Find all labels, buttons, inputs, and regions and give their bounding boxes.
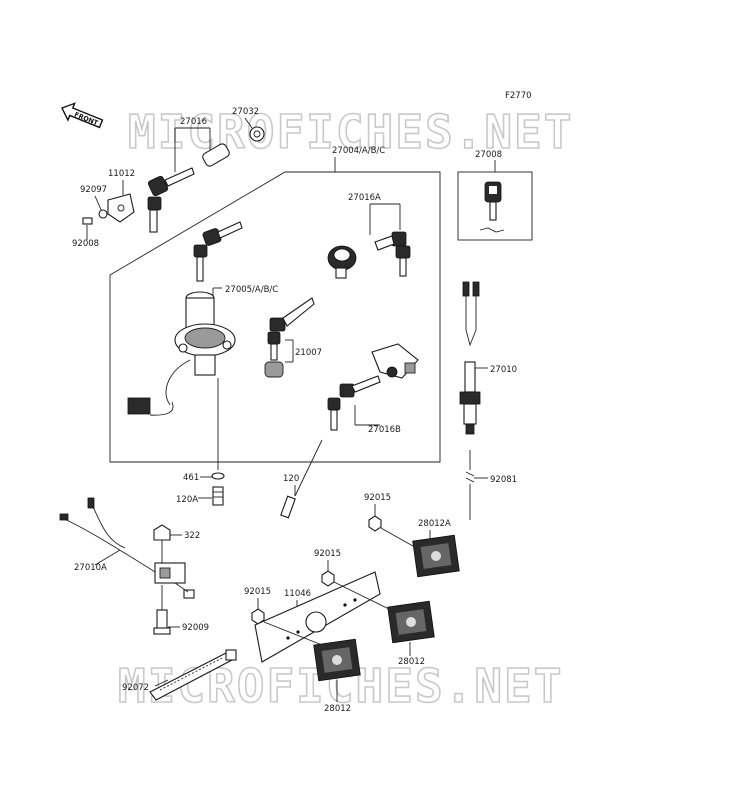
cap-nut-icon (153, 524, 171, 541)
front-arrow-icon: FRONT (61, 102, 104, 129)
nut-icon (368, 515, 382, 532)
reflector-icon (412, 534, 460, 578)
key-icon (327, 375, 381, 431)
label-27032: 27032 (232, 107, 259, 117)
label-27005: 27005/A/B/C (225, 285, 278, 295)
washer-icon (211, 472, 225, 480)
key-icon (147, 167, 195, 233)
label-92008: 92008 (72, 239, 99, 249)
label-92015-b: 92015 (314, 549, 341, 559)
reflector-icon (387, 600, 435, 644)
label-27004: 27004/A/B/C (332, 146, 385, 156)
ignition-switch-icon (127, 291, 236, 416)
lock-barrel-icon (202, 126, 265, 167)
label-92009: 92009 (182, 623, 209, 633)
spring-icon (465, 450, 475, 520)
nut-icon (251, 608, 265, 625)
key-icon (193, 221, 243, 282)
bolt-icon (280, 495, 296, 519)
label-27010A: 27010A (74, 563, 107, 573)
label-120A: 120A (176, 495, 198, 505)
label-11012: 11012 (108, 169, 135, 179)
seat-lock-icon (371, 343, 419, 379)
label-28012A: 28012A (418, 519, 451, 529)
label-92097: 92097 (80, 185, 107, 195)
bracket-icon (98, 193, 135, 223)
label-27010: 27010 (490, 365, 517, 375)
key-icon (479, 181, 505, 233)
cable-tie-icon (149, 649, 237, 701)
figure-code: F2770 (505, 91, 532, 101)
label-27008: 27008 (475, 150, 502, 160)
license-plate-bracket-icon (254, 571, 381, 663)
ignition-set-outline (109, 171, 441, 463)
key-icon (374, 231, 411, 277)
label-21007: 21007 (295, 348, 322, 358)
label-461: 461 (183, 473, 199, 483)
lock-cylinder-icon (264, 361, 284, 378)
label-27016B: 27016B (368, 425, 401, 435)
label-27016A: 27016A (348, 193, 381, 203)
label-120: 120 (283, 474, 299, 484)
label-27016: 27016 (180, 117, 207, 127)
label-28012-b: 28012 (324, 704, 351, 714)
reflector-icon (313, 638, 361, 682)
label-322: 322 (184, 531, 200, 541)
watermark-top: MICROFICHES.NET (128, 105, 573, 159)
neutral-switch-icon (59, 497, 195, 599)
screw-icon (153, 609, 171, 635)
label-11046: 11046 (284, 589, 311, 599)
label-92015-c: 92015 (244, 587, 271, 597)
label-92015-a: 92015 (364, 493, 391, 503)
bolt-icon (212, 486, 224, 506)
key-icon (267, 297, 315, 361)
label-92081: 92081 (490, 475, 517, 485)
helmet-lock-icon (327, 245, 357, 279)
nut-icon (321, 570, 335, 587)
screw-icon (82, 217, 93, 225)
label-28012-a: 28012 (398, 657, 425, 667)
label-92072: 92072 (122, 683, 149, 693)
brake-light-switch-icon (459, 281, 481, 435)
